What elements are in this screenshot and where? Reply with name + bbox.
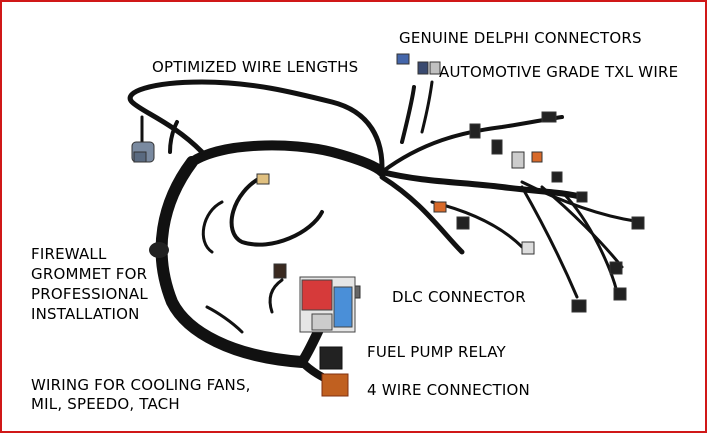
label-fuel-pump-relay: FUEL PUMP RELAY bbox=[367, 343, 506, 361]
label-firewall-line-4: INSTALLATION bbox=[31, 305, 140, 323]
label-firewall-line-1: FIREWALL bbox=[31, 245, 107, 263]
label-automotive-grade-txl-wire: AUTOMOTIVE GRADE TXL WIRE bbox=[439, 63, 679, 81]
label-firewall-line-2: GROMMET FOR bbox=[31, 265, 148, 283]
label-cooling-line-1: WIRING FOR COOLING FANS, bbox=[31, 376, 251, 394]
label-firewall-line-3: PROFESSIONAL bbox=[31, 285, 148, 303]
label-dlc-connector: DLC CONNECTOR bbox=[392, 288, 526, 306]
label-genuine-delphi-connectors: GENUINE DELPHI CONNECTORS bbox=[399, 29, 642, 47]
label-4-wire-connection: 4 WIRE CONNECTION bbox=[367, 381, 530, 399]
label-cooling-line-2: MIL, SPEEDO, TACH bbox=[31, 395, 180, 413]
label-optimized-wire-lengths: OPTIMIZED WIRE LENGTHS bbox=[152, 58, 359, 76]
